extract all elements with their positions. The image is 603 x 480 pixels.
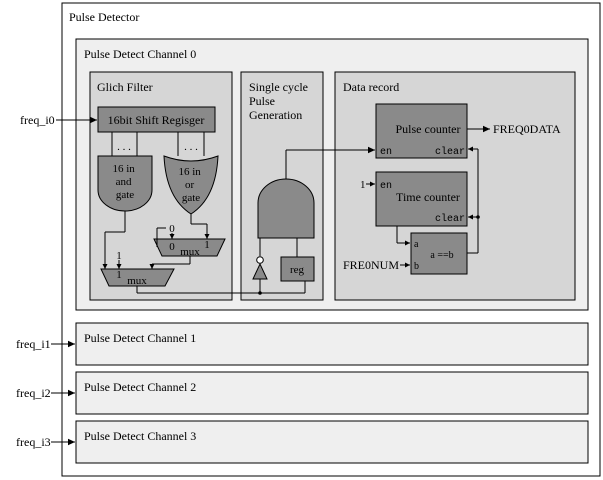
pulse-counter-clear: clear: [435, 146, 465, 158]
mux-small-in0: 0: [169, 241, 175, 253]
or-gate-16: [163, 155, 219, 215]
pulse-detector-title: Pulse Detector: [69, 10, 139, 24]
comparator-label: a ==b: [430, 250, 453, 261]
freq-i0-label: freq_i0: [20, 113, 55, 127]
pulse-counter: [375, 103, 468, 159]
channel-0-title: Pulse Detect Channel 0: [84, 47, 196, 61]
time-counter-clear: clear: [435, 213, 465, 225]
freq0data-output: FREQ0DATA: [493, 122, 561, 136]
fre0num-input: FRE0NUM: [343, 258, 399, 272]
glitch-filter-title: Glich Filter: [97, 80, 153, 94]
inverter: [252, 262, 268, 280]
channel-1-box: [75, 322, 589, 366]
time-counter: [375, 171, 468, 227]
freq-i2-label: freq_i2: [16, 386, 51, 400]
mux-small-in1: 1: [204, 239, 210, 251]
time-counter-en: en: [380, 181, 392, 192]
pulse-and-gate: [257, 178, 315, 239]
mux-big-sel: 1: [116, 250, 122, 262]
mux-big-in1: 1: [116, 269, 122, 281]
single-cycle-title: Single cycle Pulse Generation: [249, 80, 311, 122]
freq-i1-label: freq_i1: [16, 337, 51, 351]
time-counter-const: 1: [360, 179, 366, 191]
shift-register-label: 16bit Shift Regisger: [108, 113, 205, 127]
channel-2-title: Pulse Detect Channel 2: [84, 380, 196, 394]
channel-3-box: [75, 420, 589, 464]
channel-3-title: Pulse Detect Channel 3: [84, 429, 196, 443]
comparator: [410, 232, 468, 275]
inverter-bubble: [256, 256, 264, 264]
or-gate-label: 16 in or gate: [178, 166, 203, 204]
mux-big: [100, 268, 175, 287]
or-dots: . . .: [184, 141, 198, 153]
pulse-reg-label: reg: [290, 264, 305, 276]
mux-big-label: mux: [127, 275, 147, 287]
mux-small: [153, 238, 226, 257]
and-dots: . . .: [117, 141, 131, 153]
comparator-b: b: [414, 261, 419, 272]
channel-1-title: Pulse Detect Channel 1: [84, 331, 196, 345]
mux-small-sel: 0: [169, 223, 175, 235]
and-gate-16: [97, 155, 153, 212]
comparator-a: a: [414, 239, 419, 250]
pulse-counter-en: en: [380, 147, 392, 158]
and-gate-label: 16 in and gate: [112, 163, 137, 201]
freq-i3-label: freq_i3: [16, 435, 51, 449]
pulse-counter-label: Pulse counter: [396, 122, 461, 136]
time-counter-label: Time counter: [396, 190, 460, 204]
channel-2-box: [75, 371, 589, 415]
shift-register: [97, 106, 216, 133]
data-record-title: Data record: [343, 80, 399, 94]
mux-small-label: mux: [180, 246, 200, 258]
